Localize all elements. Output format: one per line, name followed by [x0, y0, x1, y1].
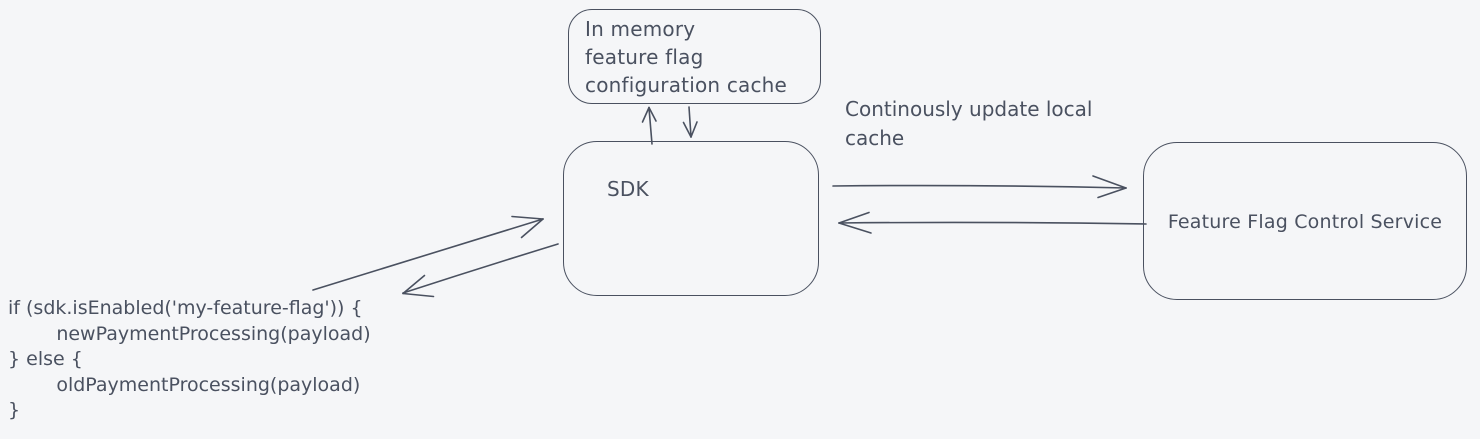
arrow-sdk-to-cache-icon [641, 106, 657, 145]
arrow-sdk-to-code-icon [402, 243, 559, 298]
update-cache-note: Continously update local cache [845, 97, 1093, 150]
arrow-service-to-sdk-icon [838, 211, 1147, 234]
node-service-box: Feature Flag Control Service [1143, 142, 1467, 300]
feature-flag-code-snippet: if (sdk.isEnabled('my-feature-flag')) { … [8, 297, 371, 421]
cache-box-label: In memory feature flag configuration cac… [585, 17, 788, 97]
service-box-label: Feature Flag Control Service [1167, 211, 1443, 233]
node-cache-box: In memory feature flag configuration cac… [568, 9, 821, 104]
node-sdk-box: SDK [563, 141, 819, 296]
sdk-box-label: SDK [607, 177, 649, 201]
arrow-cache-to-sdk-icon [682, 106, 698, 138]
arrow-sdk-to-service-icon [832, 175, 1127, 199]
arrow-code-to-sdk-icon [312, 215, 544, 291]
